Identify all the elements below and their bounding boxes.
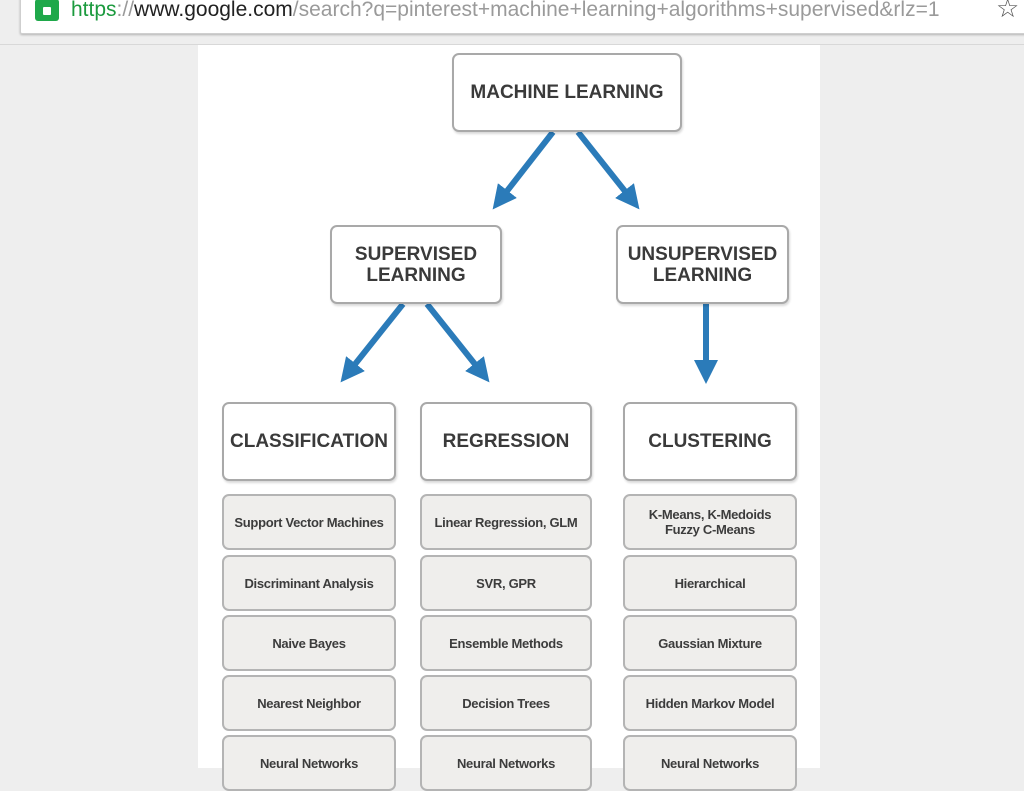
unsupervised-learning-box: UNSUPERVISED LEARNING: [616, 225, 789, 304]
url-path: /search?q=pinterest+machine+learning+alg…: [292, 0, 940, 21]
algorithm-box: Hierarchical: [623, 555, 797, 611]
algorithm-box: Neural Networks: [623, 735, 797, 791]
supervised-learning-box: SUPERVISED LEARNING: [330, 225, 502, 304]
algorithm-box: SVR, GPR: [420, 555, 592, 611]
arrow-to-classification: [340, 302, 406, 383]
algorithm-box: Gaussian Mixture: [623, 615, 797, 671]
category-clustering-box: CLUSTERING: [623, 402, 797, 481]
arrow-to-regression: [424, 302, 490, 383]
algorithm-box: Support Vector Machines: [222, 494, 396, 550]
address-bar[interactable]: https://www.google.com/search?q=pinteres…: [20, 0, 1024, 34]
algorithm-box: Discriminant Analysis: [222, 555, 396, 611]
url-text[interactable]: https://www.google.com/search?q=pinteres…: [71, 0, 1001, 22]
algorithm-box: Hidden Markov Model: [623, 675, 797, 731]
category-regression-box: REGRESSION: [420, 402, 592, 481]
algorithm-box: Linear Regression, GLM: [420, 494, 592, 550]
algorithm-box: Ensemble Methods: [420, 615, 592, 671]
algorithm-box: Neural Networks: [222, 735, 396, 791]
toolbar-divider: [0, 44, 1024, 45]
arrows: [340, 130, 718, 384]
algorithm-box: Naive Bayes: [222, 615, 396, 671]
arrow-to-unsupervised: [575, 130, 640, 210]
bookmark-star-icon[interactable]: ☆: [996, 0, 1020, 23]
category-classification-box: CLASSIFICATION: [222, 402, 396, 481]
arrow-to-supervised: [492, 130, 556, 210]
algorithm-box: Decision Trees: [420, 675, 592, 731]
algorithm-box: Neural Networks: [420, 735, 592, 791]
algorithm-box: Nearest Neighbor: [222, 675, 396, 731]
machine-learning-box: MACHINE LEARNING: [452, 53, 682, 132]
url-fade: [951, 0, 1001, 31]
algorithm-box: K-Means, K-Medoids Fuzzy C-Means: [623, 494, 797, 550]
url-scheme: https: [71, 0, 117, 21]
url-host: www.google.com: [134, 0, 293, 21]
url-separator: ://: [116, 0, 135, 21]
lock-icon: [35, 0, 59, 21]
